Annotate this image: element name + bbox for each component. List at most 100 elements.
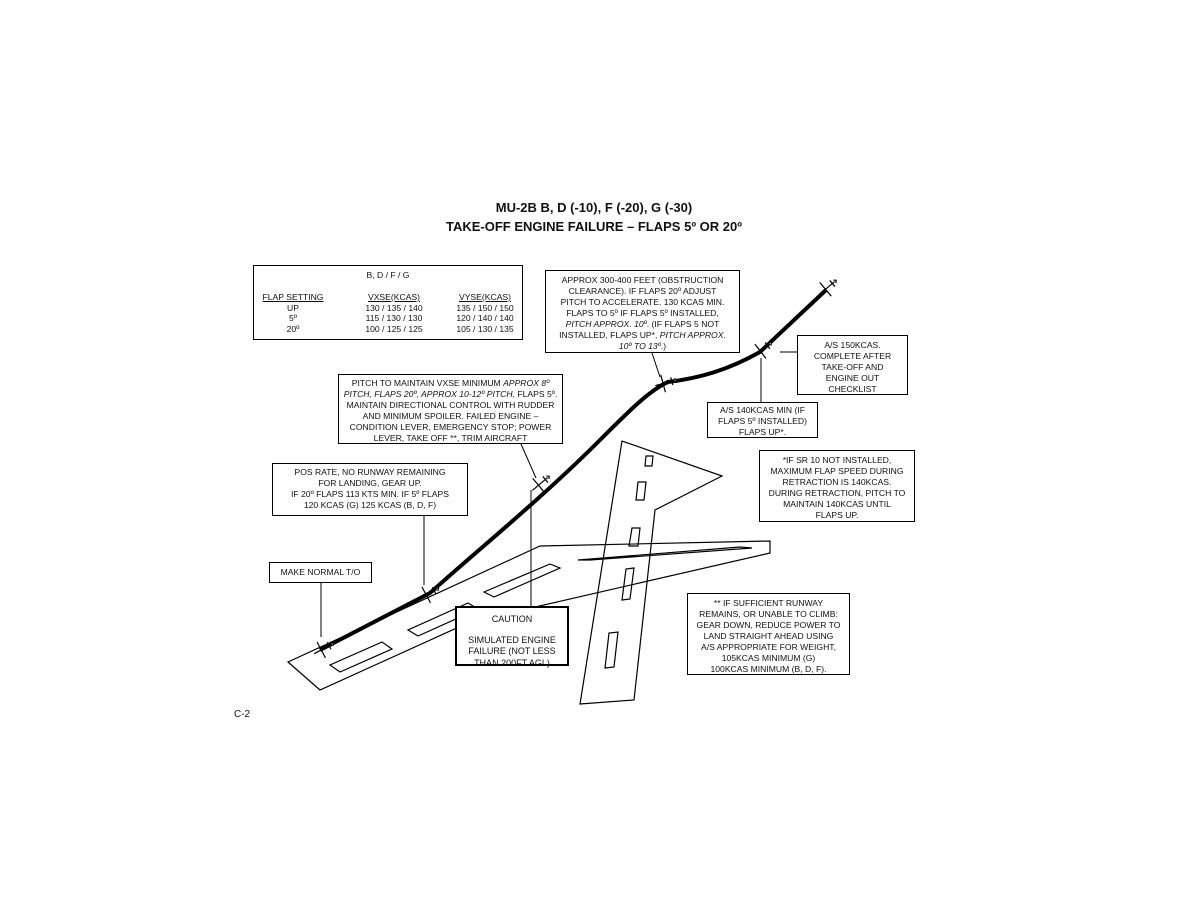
leader-pitch-vxse: [520, 443, 537, 479]
callout-line: 10º TO 13º.): [550, 341, 735, 352]
callout-text: .): [660, 341, 667, 351]
callout-line: AND MINIMUM SPOILER. FAILED ENGINE –: [362, 411, 539, 421]
note-line: 105KCAS MINIMUM (G): [721, 653, 816, 663]
airplane-icon: [655, 374, 678, 393]
note-line: FLAPS UP.: [815, 510, 859, 520]
callout-line: FOR LANDING, GEAR UP.: [318, 478, 422, 488]
cross-runway-marking-1: [604, 631, 619, 669]
callout-as-150: A/S 150KCAS. COMPLETE AFTER TAKE-OFF AND…: [797, 335, 908, 395]
italic-text: APPROX 8º: [503, 378, 550, 388]
main-runway-marking-3: [482, 563, 562, 598]
airplane-icon: [313, 641, 335, 659]
callout-line: FLAPS TO 5º IF FLAPS 5º INSTALLED,: [566, 308, 719, 318]
vxse-column: VXSE(KCAS) 130 / 135 / 140 115 / 130 / 1…: [364, 292, 424, 334]
table-cell: 120 / 140 / 140: [456, 313, 514, 323]
cross-runway-marking-4: [635, 481, 647, 501]
column-header: VXSE(KCAS): [367, 292, 421, 302]
vyse-column: VYSE(KCAS) 135 / 150 / 150 120 / 140 / 1…: [452, 292, 518, 334]
italic-text: 10º TO 13º: [618, 341, 661, 351]
caution-line: SIMULATED ENGINE: [468, 634, 556, 645]
column-header: VYSE(KCAS): [458, 292, 512, 302]
callout-normal-to: MAKE NORMAL T/O: [269, 562, 372, 583]
callout-pos-rate: POS RATE, NO RUNWAY REMAINING FOR LANDIN…: [272, 463, 468, 516]
main-runway-marking-4: [577, 546, 753, 561]
note-line: LAND STRAIGHT AHEAD USING: [703, 631, 834, 641]
column-header: FLAP SETTING: [262, 292, 324, 302]
caution-heading: CAUTION: [491, 614, 533, 624]
callout-line: PITCH TO ACCELERATE. 130 KCAS MIN.: [560, 297, 725, 307]
callout-line: CLEARANCE). IF FLAPS 20º ADJUST: [568, 286, 717, 296]
note-line: RETRACTION IS 140KCAS.: [782, 477, 892, 487]
airplane-icon: [418, 586, 440, 604]
callout-line: CONDITION LEVER, EMERGENCY STOP; POWER: [349, 422, 552, 432]
callout-line: IF 20º FLAPS 113 KTS MIN. IF 5º FLAPS: [291, 489, 449, 499]
callout-line: MAKE NORMAL T/O: [280, 567, 361, 577]
callout-line: MAINTAIN DIRECTIONAL CONTROL WITH RUDDER: [346, 400, 555, 410]
table-cell: 130 / 135 / 140: [365, 302, 423, 313]
callout-line: ENGINE OUT: [825, 373, 880, 383]
callout-line: LEVER, TAKE OFF **, TRIM AIRCRAFT: [373, 433, 528, 443]
note-line: 100KCAS MINIMUM (B, D, F).: [710, 664, 827, 674]
cross-runway-marking-5: [644, 455, 654, 467]
callout-line: COMPLETE AFTER: [813, 351, 892, 361]
note-line: DURING RETRACTION, PITCH TO: [768, 488, 906, 498]
callout-line: A/S 140KCAS MIN (IF: [719, 405, 805, 415]
note-line: REMAINS, OR UNABLE TO CLIMB:: [699, 609, 838, 619]
callout-line: FLAPS 5º INSTALLED): [718, 416, 807, 426]
note-sufficient-runway: ** IF SUFFICIENT RUNWAY REMAINS, OR UNAB…: [687, 593, 850, 675]
italic-text: PITCH APPROX. 10º: [565, 319, 647, 329]
table-cell: 100 / 125 / 125: [365, 323, 423, 334]
callout-line: PITCH APPROX. 10º. (IF FLAPS 5 NOT: [550, 319, 735, 330]
note-sr10: *IF SR 10 NOT INSTALLED, MAXIMUM FLAP SP…: [759, 450, 915, 522]
callout-line: TAKE-OFF AND: [821, 362, 884, 372]
callout-text: INSTALLED, FLAPS UP*,: [559, 330, 660, 340]
airplane-icon: [818, 279, 837, 297]
callout-text: FLAPS 5º.: [514, 389, 558, 399]
table-cell: 135 / 150 / 150: [456, 302, 514, 313]
runway-layout: [286, 440, 771, 705]
flight-path: [319, 288, 828, 652]
callout-text: . (IF FLAPS 5 NOT: [646, 319, 720, 329]
callout-line: APPROX 300-400 FEET (OBSTRUCTION: [561, 275, 724, 285]
callout-line: PITCH, FLAPS 20º, APPROX 10-12º PITCH, F…: [343, 389, 558, 400]
note-line: *IF SR 10 NOT INSTALLED,: [782, 455, 892, 465]
caution-line: FAILURE (NOT LESS: [468, 646, 556, 656]
page-number: C-2: [234, 709, 251, 720]
airplane-icon: [753, 341, 773, 359]
table-cell: 115 / 130 / 130: [365, 313, 423, 323]
speed-table-heading: B, D / F / G: [366, 270, 410, 280]
callout-line: A/S 150KCAS.: [824, 340, 881, 350]
callout-as-140: A/S 140KCAS MIN (IF FLAPS 5º INSTALLED) …: [707, 402, 818, 438]
airplane-icon: [531, 475, 550, 493]
callout-text: PITCH TO MAINTAIN VXSE MINIMUM: [351, 378, 504, 388]
callout-line: PITCH TO MAINTAIN VXSE MINIMUM APPROX 8º: [343, 378, 558, 389]
aircraft-icons: [313, 279, 837, 659]
leader-lines: [320, 351, 797, 637]
note-line: MAXIMUM FLAP SPEED DURING: [770, 466, 904, 476]
main-runway-marking-1: [328, 641, 394, 673]
note-line: A/S APPROPRIATE FOR WEIGHT,: [701, 642, 836, 652]
main-runway: [286, 540, 771, 691]
italic-text: PITCH, FLAPS 20º, APPROX 10-12º PITCH,: [343, 389, 515, 399]
diagram-title: MU-2B B, D (-10), F (-20), G (-30): [495, 200, 693, 215]
table-cell: 105 / 130 / 135: [456, 323, 514, 334]
diagram-subtitle: TAKE-OFF ENGINE FAILURE – FLAPS 5º OR 20…: [445, 219, 742, 234]
table-cell: 20º: [286, 323, 300, 334]
flap-setting-column: FLAP SETTING UP 5º 20º: [262, 292, 324, 334]
callout-line: FLAPS UP*.: [738, 427, 787, 437]
note-line: GEAR DOWN, REDUCE POWER TO: [696, 620, 841, 630]
cross-runway: [579, 440, 724, 705]
speed-table: B, D / F / G FLAP SETTING UP 5º 20º VXSE…: [253, 265, 523, 340]
callout-line: 120 KCAS (G) 125 KCAS (B, D, F): [303, 500, 437, 510]
cross-runway-marking-3: [628, 527, 641, 547]
cross-runway-marking-2: [621, 567, 635, 601]
note-line: MAINTAIN 140KCAS UNTIL: [783, 499, 891, 509]
callout-line: INSTALLED, FLAPS UP*, PITCH APPROX.: [550, 330, 735, 341]
callout-line: POS RATE, NO RUNWAY REMAINING: [294, 467, 446, 477]
callout-approx-300: APPROX 300-400 FEET (OBSTRUCTION CLEARAN…: [545, 270, 740, 353]
table-cell: 5º: [289, 313, 297, 323]
note-line: ** IF SUFFICIENT RUNWAY: [713, 598, 824, 608]
table-cell: UP: [287, 302, 299, 313]
caution-box: CAUTION SIMULATED ENGINE FAILURE (NOT LE…: [455, 606, 569, 668]
